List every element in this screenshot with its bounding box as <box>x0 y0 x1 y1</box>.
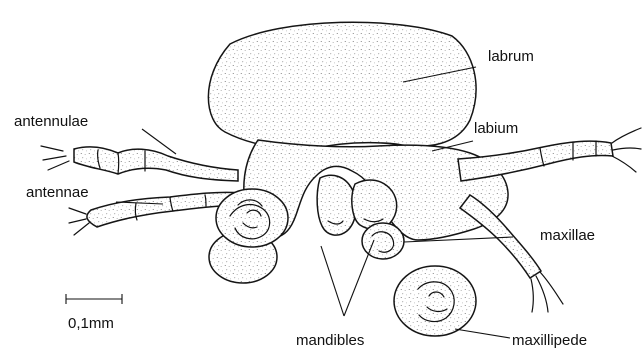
labrum-shape <box>208 22 476 149</box>
label-maxillipede: maxillipede <box>512 332 587 349</box>
label-labrum: labrum <box>488 48 534 65</box>
label-antennae: antennae <box>26 184 89 201</box>
label-antennulae: antennulae <box>14 113 88 130</box>
mandibles-leader-right <box>344 240 374 316</box>
label-maxillae: maxillae <box>540 227 595 244</box>
bottom-coil <box>394 266 476 336</box>
scale-label: 0,1mm <box>68 315 114 332</box>
antennulae-left <box>41 146 238 181</box>
label-mandibles: mandibles <box>296 332 364 349</box>
mandibles-leader-left <box>321 246 344 316</box>
label-labium: labium <box>474 120 518 137</box>
left-coil <box>209 189 288 283</box>
mandible-left <box>317 175 356 235</box>
maxillipede-leader <box>455 329 510 338</box>
